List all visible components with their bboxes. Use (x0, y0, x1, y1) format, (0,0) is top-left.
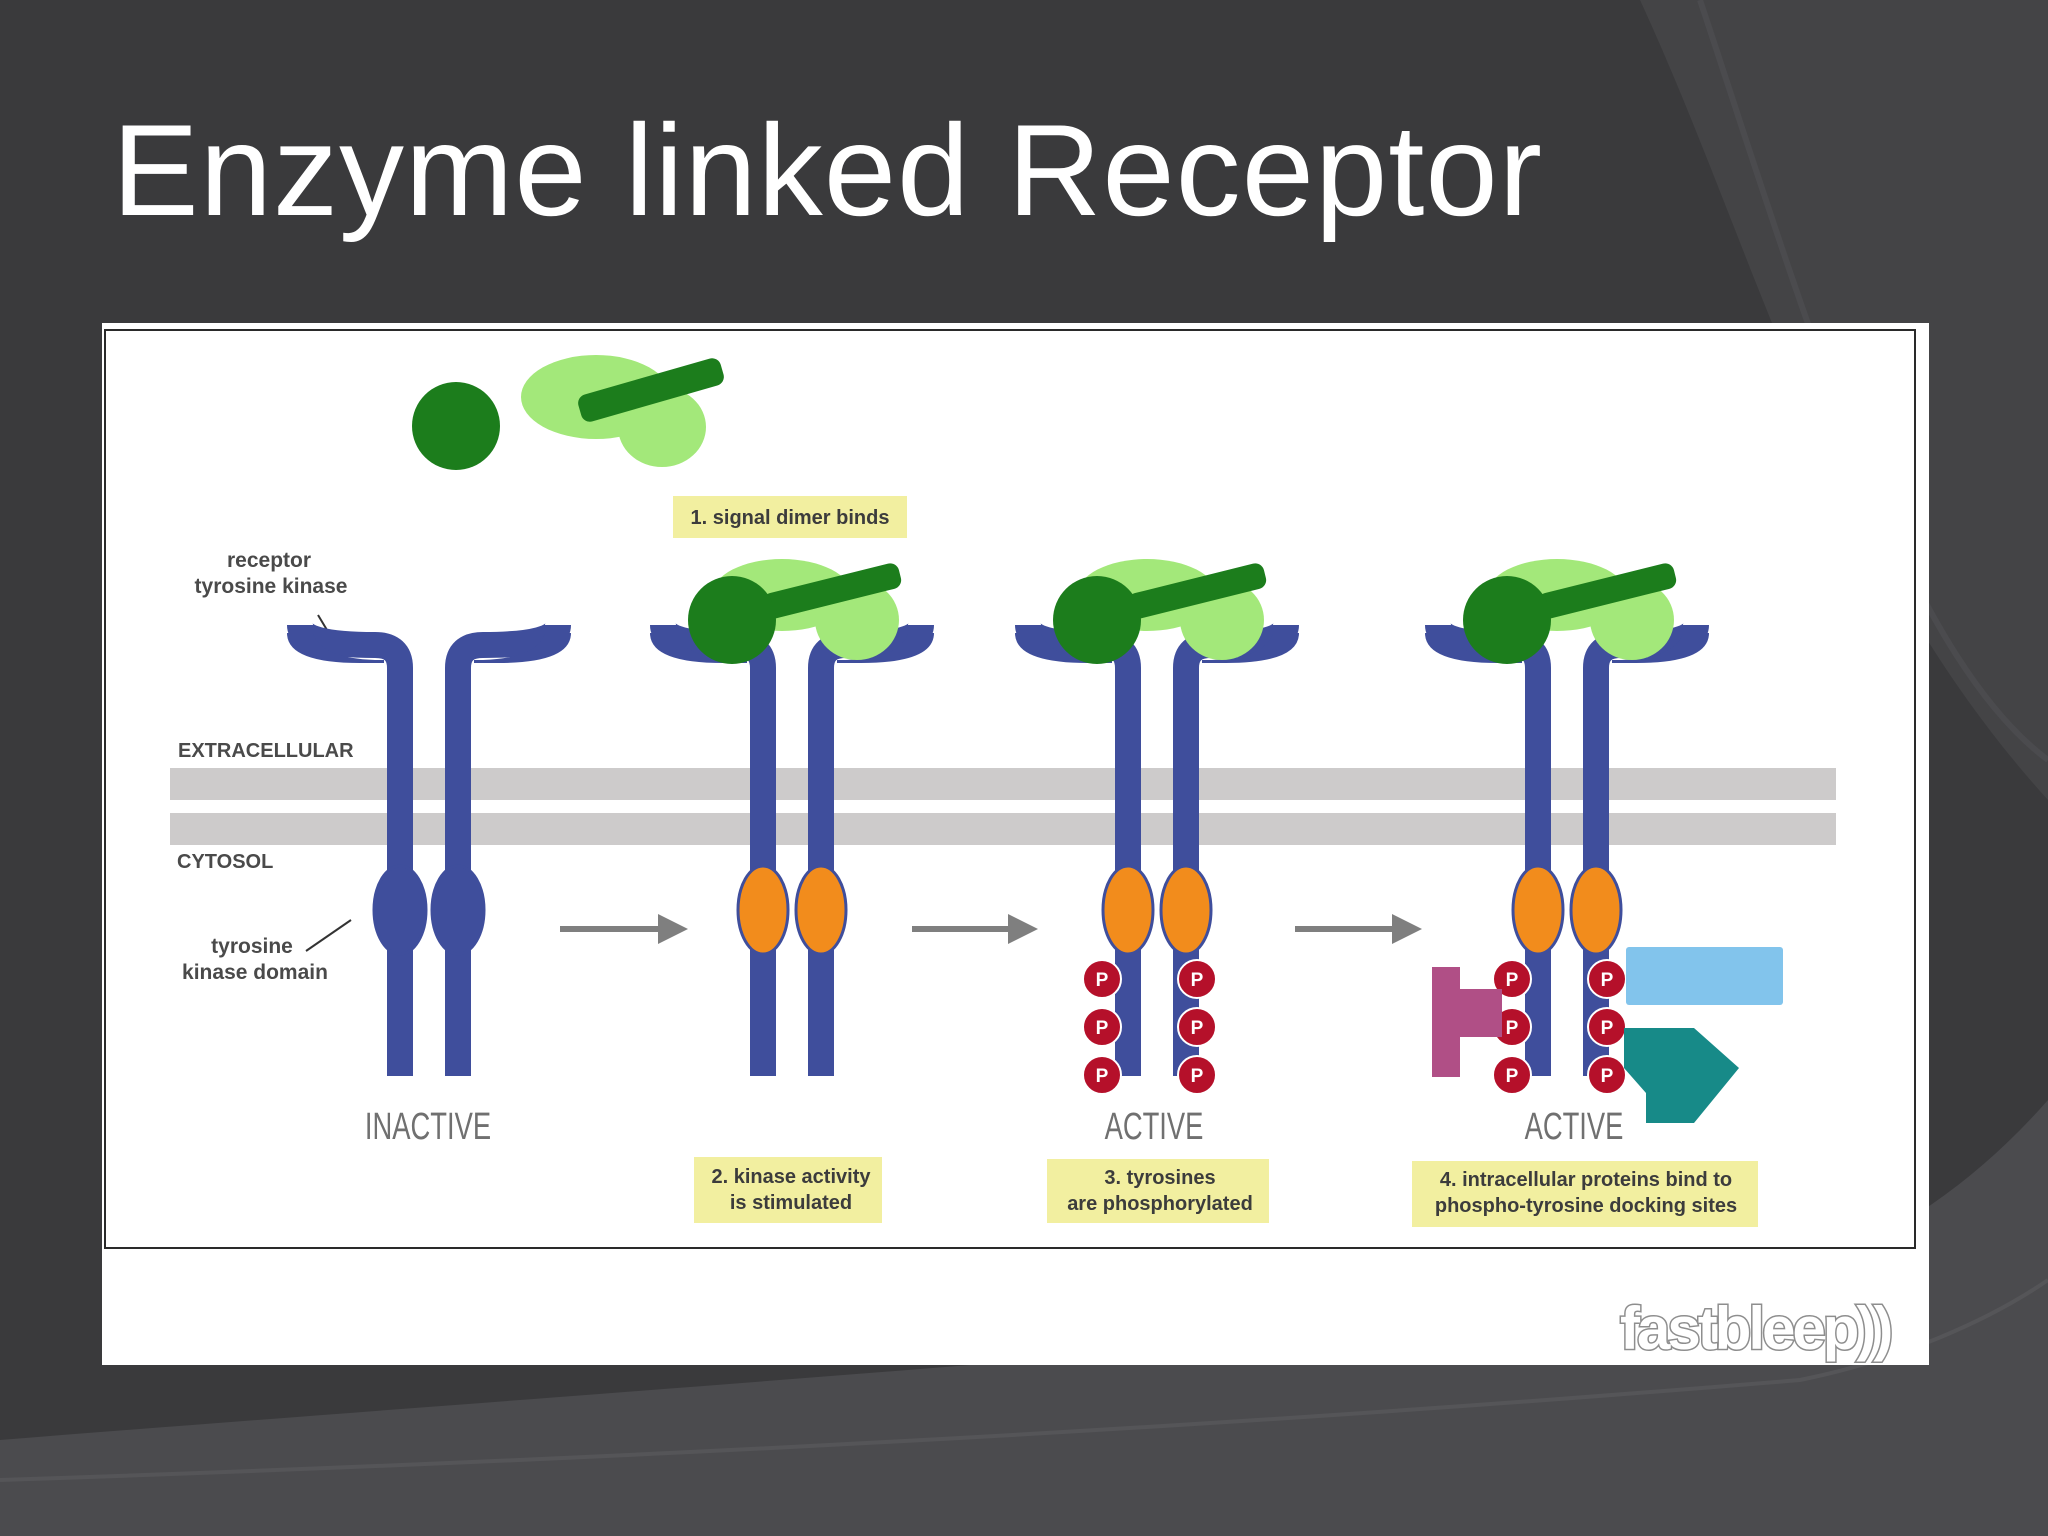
svg-text:receptor: receptor (227, 549, 311, 572)
svg-text:P: P (1096, 1018, 1109, 1039)
tyrosine-kinase-domain (794, 864, 848, 956)
kinase-domain-label: tyrosine kinase domain (182, 919, 352, 984)
svg-text:tyrosine kinase: tyrosine kinase (195, 575, 348, 598)
svg-text:P: P (1191, 970, 1204, 991)
svg-text:fastbleep)): fastbleep)) (1620, 1295, 1890, 1362)
phosphate-group: P (1587, 1055, 1627, 1095)
step-arrow (1295, 914, 1422, 944)
svg-text:phospho-tyrosine docking sites: phospho-tyrosine docking sites (1435, 1195, 1737, 1217)
signal-dimer-free (412, 355, 724, 470)
svg-text:P: P (1096, 970, 1109, 991)
tyrosine-kinase-domain (1511, 864, 1565, 956)
svg-text:P: P (1506, 1018, 1519, 1039)
receptor-dimer (287, 621, 571, 1076)
receptor-dimer (650, 559, 934, 1076)
signal-dimer-bound (688, 559, 902, 664)
cytosol-label: CYTOSOL (177, 851, 273, 873)
svg-text:P: P (1096, 1066, 1109, 1087)
state-label-active: ACTIVE (1525, 1106, 1624, 1148)
phosphate-group: P (1082, 959, 1122, 999)
fastbleep-logo: fastbleep)) (1619, 1283, 1924, 1364)
step-2-callout: 2. kinase activity is stimulated (694, 1157, 882, 1223)
phosphate-group: P (1177, 1055, 1217, 1095)
phosphate-group: P (1082, 1055, 1122, 1095)
step-arrow (912, 914, 1038, 944)
receptor-dimer: P P P P P P (1015, 559, 1299, 1095)
phosphate-group: P (1177, 1007, 1217, 1047)
svg-text:are phosphorylated: are phosphorylated (1067, 1193, 1253, 1215)
phosphate-group: P (1587, 959, 1627, 999)
step-3-callout: 3. tyrosines are phosphorylated (1047, 1159, 1269, 1223)
step-arrow (560, 914, 688, 944)
phosphate-group: P (1082, 1007, 1122, 1047)
docking-protein-teal (1624, 1028, 1739, 1123)
tyrosine-kinase-domain (1159, 864, 1213, 956)
svg-text:P: P (1601, 1018, 1614, 1039)
svg-text:P: P (1506, 1066, 1519, 1087)
svg-text:3. tyrosines: 3. tyrosines (1104, 1167, 1215, 1189)
svg-text:2. kinase activity: 2. kinase activity (712, 1166, 872, 1188)
signal-dimer-bound (1053, 559, 1267, 664)
slide-title: Enzyme linked Receptor (112, 97, 1543, 243)
phosphate-group: P (1492, 1055, 1532, 1095)
phosphate-group: P (1587, 1007, 1627, 1047)
step-4-callout: 4. intracellular proteins bind to phosph… (1412, 1161, 1758, 1227)
docking-protein-magenta (1432, 967, 1502, 1077)
phosphate-group: P (1177, 959, 1217, 999)
receptor-label: receptor tyrosine kinase (195, 549, 348, 661)
tyrosine-kinase-domain (1101, 864, 1155, 956)
svg-text:P: P (1191, 1066, 1204, 1087)
state-label-active: ACTIVE (1105, 1106, 1204, 1148)
svg-text:is stimulated: is stimulated (730, 1192, 852, 1214)
svg-text:4. intracellular proteins bind: 4. intracellular proteins bind to (1440, 1169, 1732, 1191)
state-label-inactive: INACTIVE (365, 1106, 491, 1148)
svg-text:P: P (1506, 970, 1519, 991)
step-1-callout: 1. signal dimer binds (673, 496, 907, 538)
tyrosine-kinase-domain (1569, 864, 1623, 956)
receptor-dimer: P P P P P P (1425, 559, 1709, 1095)
svg-text:tyrosine: tyrosine (211, 935, 293, 958)
svg-text:kinase domain: kinase domain (182, 961, 328, 984)
tyrosine-kinase-domain (736, 864, 790, 956)
svg-text:1. signal dimer binds: 1. signal dimer binds (691, 507, 890, 529)
svg-text:P: P (1191, 1018, 1204, 1039)
tyrosine-kinase-domain (372, 864, 428, 956)
svg-text:P: P (1601, 1066, 1614, 1087)
signal-dimer-bound (1463, 559, 1677, 664)
receptor-diagram: receptor tyrosine kinase EXTRACELLULAR C… (102, 323, 1929, 1365)
docking-protein-blue (1626, 947, 1783, 1005)
phosphate-group: P (1492, 959, 1532, 999)
extracellular-label: EXTRACELLULAR (178, 740, 354, 762)
svg-text:P: P (1601, 970, 1614, 991)
tyrosine-kinase-domain (430, 864, 486, 956)
